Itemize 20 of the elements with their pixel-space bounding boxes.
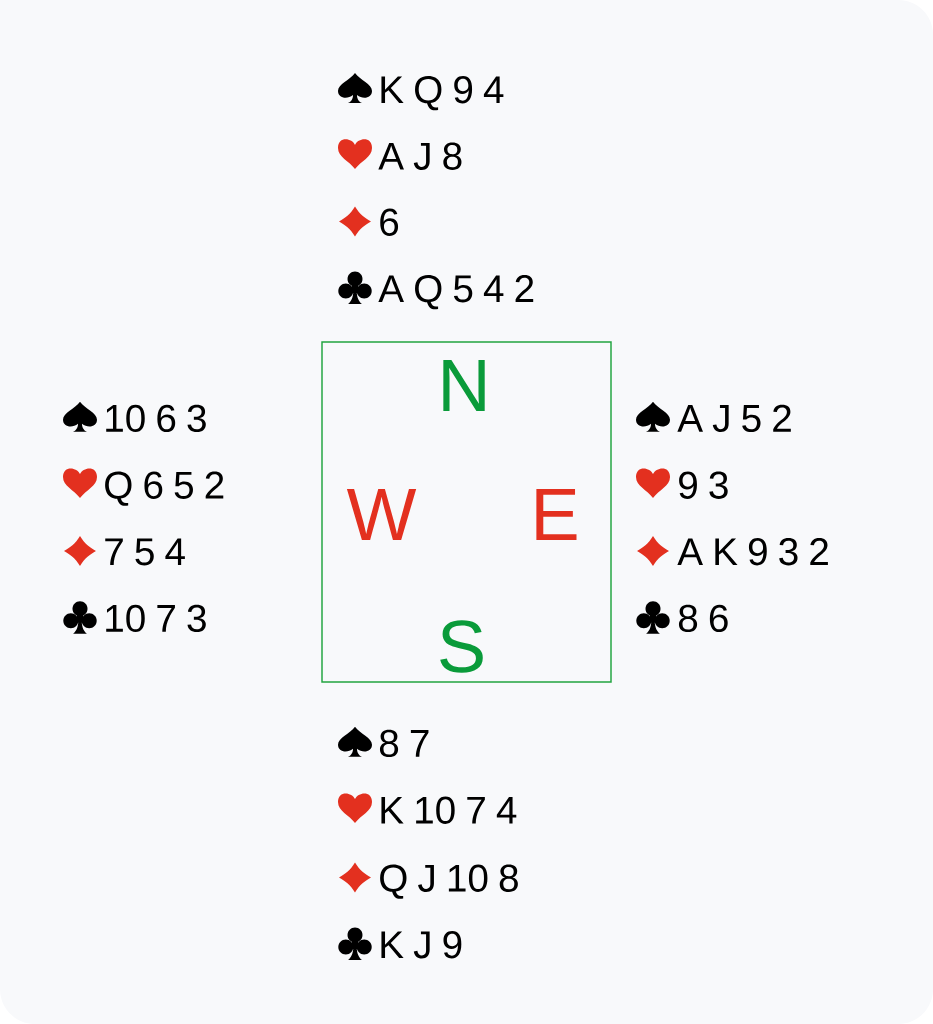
- direction-letter: E: [536, 489, 577, 540]
- card-ranks: K 10 7 4: [381, 796, 517, 824]
- compass-box: [321, 341, 612, 683]
- direction-letter: N: [443, 360, 485, 411]
- card-ranks: A K 9 3 2: [677, 538, 828, 566]
- card-ranks: 9 3: [679, 471, 728, 499]
- card-ranks: K Q 9 4: [381, 76, 504, 111]
- card-ranks: Q J 10 8: [380, 864, 518, 899]
- card-ranks: A J 8: [378, 142, 462, 170]
- card-ranks: A J 5 2: [677, 404, 791, 433]
- card-ranks: Q 6 5 2: [105, 471, 224, 506]
- direction-letter: S: [440, 620, 483, 673]
- card-ranks: 8 6: [678, 604, 728, 633]
- card-ranks: 6: [380, 208, 399, 236]
- card-ranks: 8 7: [379, 729, 429, 758]
- card-ranks: 10 6 3: [106, 404, 206, 433]
- card-ranks: 10 7 3: [106, 604, 206, 633]
- card-ranks: 7 5 4: [105, 538, 185, 566]
- direction-letter: W: [346, 489, 417, 540]
- card-ranks: K J 9: [381, 931, 462, 959]
